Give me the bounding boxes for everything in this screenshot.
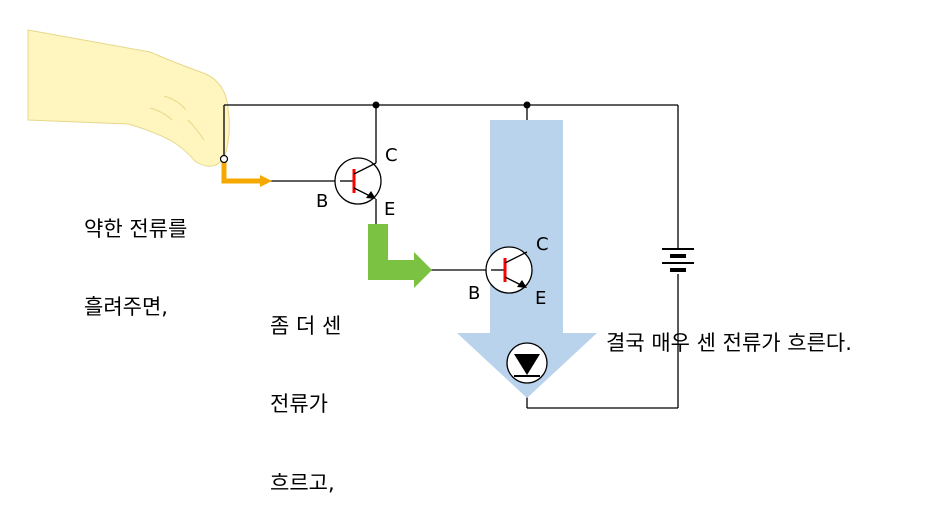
hand-shape bbox=[27, 29, 230, 167]
junction-dot-2 bbox=[523, 101, 531, 109]
t1-emitter-label: E bbox=[384, 199, 396, 220]
t2-collector-label: C bbox=[536, 234, 549, 255]
t1-base-label: B bbox=[316, 191, 329, 212]
weak-current-line-2: 흘려주면, bbox=[84, 295, 168, 320]
transistor-1 bbox=[334, 157, 382, 205]
weak-current-label: 약한 전류를 흘려주면, bbox=[84, 163, 187, 347]
weak-current-arrow bbox=[221, 160, 272, 187]
weak-current-line-1: 약한 전류를 bbox=[84, 216, 188, 241]
circuit-diagram bbox=[27, 29, 694, 409]
transistor-1-body bbox=[334, 157, 382, 205]
transistor-2-emitter-arrow bbox=[517, 280, 527, 288]
hand-illustration bbox=[27, 29, 230, 167]
touch-contact bbox=[219, 154, 229, 164]
result-label: 결국 매우 센 전류가 흐른다. bbox=[606, 331, 852, 355]
t2-emitter-label: E bbox=[535, 288, 547, 309]
stronger-current-line-2: 전류가 bbox=[270, 392, 328, 417]
medium-current-body bbox=[368, 224, 432, 288]
weak-current-head bbox=[260, 175, 272, 187]
junction-dot-1 bbox=[372, 101, 380, 109]
t1-collector-label: C bbox=[385, 145, 398, 166]
weak-current-stroke bbox=[221, 160, 262, 184]
battery bbox=[662, 248, 694, 272]
stronger-current-line-3: 흐르고, bbox=[270, 471, 335, 495]
transistor-1-emitter-arrow bbox=[366, 191, 376, 199]
t2-base-label: B bbox=[468, 283, 481, 304]
medium-current-arrow bbox=[368, 224, 432, 288]
finger-crease bbox=[149, 95, 205, 141]
led bbox=[506, 342, 548, 384]
led-triangle bbox=[514, 354, 540, 375]
transistor-2 bbox=[485, 246, 533, 294]
stronger-current-line-1: 좀 더 센 bbox=[270, 313, 342, 338]
stronger-current-label: 좀 더 센 전류가 흐르고, bbox=[270, 260, 341, 523]
transistor-2-body bbox=[485, 246, 533, 294]
